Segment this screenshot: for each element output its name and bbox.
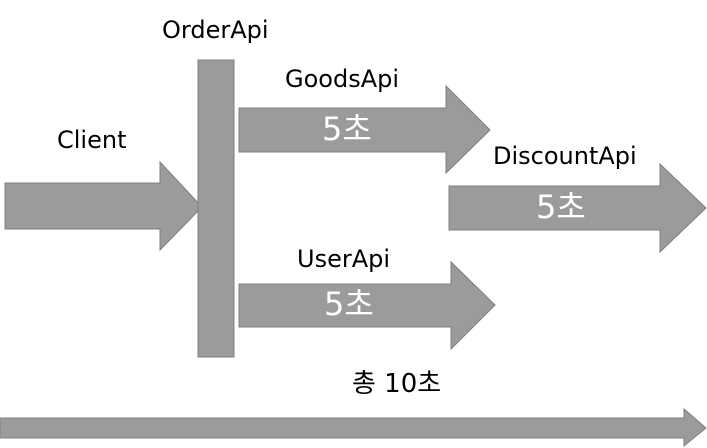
discount-api-label: DiscountApi <box>493 142 637 170</box>
goods-api-duration: 5초 <box>322 110 372 148</box>
total-duration-label: 총 10초 <box>352 369 442 399</box>
goods-api-label: GoodsApi <box>285 65 400 93</box>
order-api-bar <box>197 59 235 358</box>
user-api-duration: 5초 <box>324 285 374 323</box>
client-arrow <box>4 160 203 252</box>
order-api-label: OrderApi <box>162 16 269 44</box>
client-label: Client <box>57 126 127 154</box>
discount-api-duration: 5초 <box>536 188 586 226</box>
total-timeline-arrow <box>0 407 707 448</box>
user-api-label: UserApi <box>297 245 391 273</box>
user-api-arrow <box>238 260 496 351</box>
discount-api-arrow <box>448 162 707 254</box>
goods-api-arrow <box>238 84 491 175</box>
